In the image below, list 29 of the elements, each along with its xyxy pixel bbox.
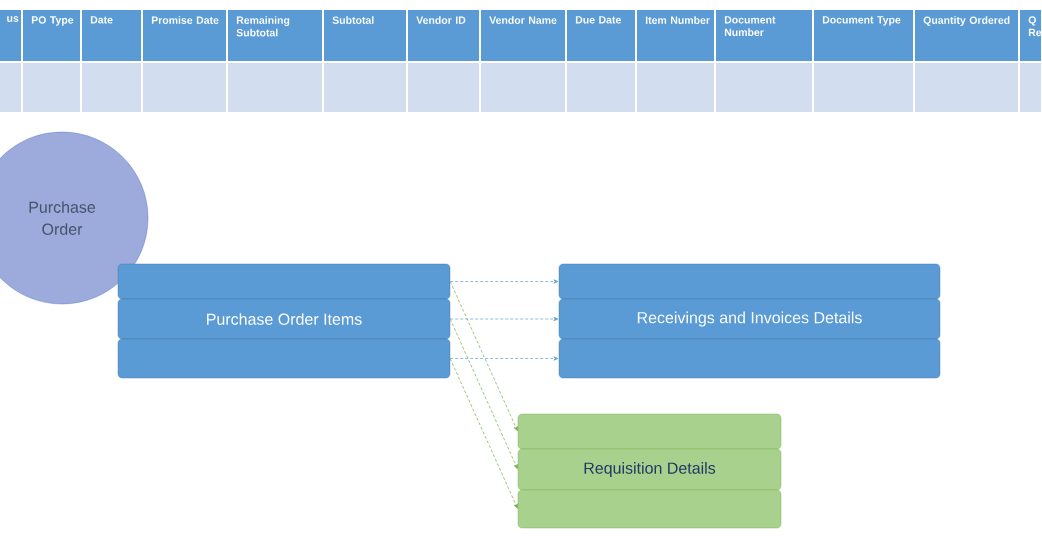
table-box: Purchase Order Items — [117, 298, 451, 340]
table-header-cell: Vendor ID — [408, 10, 479, 61]
arrow — [449, 318, 518, 470]
table-header-cell: Document Number — [716, 10, 812, 61]
table-header-cell: Vendor Name — [481, 10, 565, 61]
table-box — [517, 489, 782, 529]
table-box — [517, 413, 782, 450]
table-header-cell: Subtotal — [324, 10, 406, 61]
table-box — [558, 263, 941, 300]
arrow — [449, 281, 518, 432]
table-box — [117, 263, 451, 300]
table-header-cell: Promise Date — [143, 10, 226, 61]
table-header-cell: us — [0, 10, 21, 61]
table-header-cell: Q Re — [1020, 10, 1042, 61]
arrow — [449, 356, 559, 361]
arrow — [449, 358, 518, 509]
table-header-cell: Remaining Subtotal — [228, 10, 322, 61]
arrow — [449, 279, 559, 284]
arrow — [449, 316, 559, 322]
table-box: Requisition Details — [517, 448, 782, 491]
table-header-cell: Item Number — [637, 10, 714, 61]
table-header-cell: Due Date — [567, 10, 635, 61]
table-header-cell: Document Type — [814, 10, 913, 61]
table-header-cell: Date — [82, 10, 141, 61]
table-header-cell: PO Type — [23, 10, 80, 61]
table-box: Receivings and Invoices Details — [558, 298, 941, 340]
table-box — [117, 338, 451, 379]
table-header-cell: Quantity Ordered — [915, 10, 1018, 61]
table-box — [558, 338, 941, 379]
